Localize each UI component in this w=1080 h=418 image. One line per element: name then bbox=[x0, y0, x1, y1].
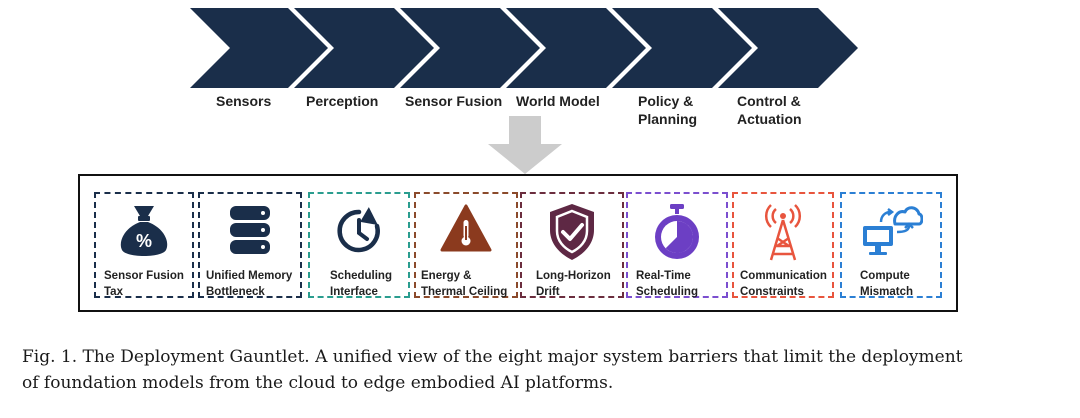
percent-glyph: % bbox=[136, 231, 152, 251]
chevron-perception bbox=[294, 8, 434, 88]
signal-tower-icon bbox=[764, 204, 802, 261]
stage-label-control-actuation: Control & Actuation bbox=[737, 93, 802, 127]
barrier-card-energy-thermal-ceiling: Energy & Thermal Ceiling bbox=[414, 192, 518, 298]
barrier-label: Communication Constraints bbox=[740, 270, 827, 298]
barrier-label: Sensor Fusion Tax bbox=[104, 270, 184, 298]
shield-check-icon bbox=[550, 204, 594, 260]
clock-refresh-icon bbox=[337, 207, 380, 253]
stage-label-sensors: Sensors bbox=[216, 93, 272, 109]
chevron-policy-planning bbox=[612, 8, 752, 88]
barrier-label: Unified Memory Bottleneck bbox=[206, 270, 293, 298]
chevron-control-actuation bbox=[718, 8, 858, 88]
stopwatch-icon bbox=[655, 204, 699, 259]
barrier-card-scheduling-interface: Scheduling Interface bbox=[308, 192, 410, 298]
barrier-card-communication-constraints: Communication Constraints bbox=[732, 192, 834, 298]
stage-label-sensor-fusion: Sensor Fusion bbox=[405, 93, 503, 109]
barrier-card-sensor-fusion-tax: % Sensor Fusion Tax bbox=[94, 192, 194, 298]
barrier-label: Scheduling Interface bbox=[330, 270, 392, 298]
database-icon bbox=[230, 206, 270, 254]
money-bag-icon: % bbox=[120, 206, 168, 256]
stage-label-world-model: World Model bbox=[516, 93, 600, 109]
stage-label-policy-planning: Policy & Planning bbox=[638, 93, 698, 127]
stage-label-perception: Perception bbox=[306, 93, 379, 109]
barrier-panel bbox=[78, 174, 958, 312]
barrier-label: Long-Horizon Drift bbox=[536, 270, 611, 298]
barrier-card-real-time-scheduling: Real-Time Scheduling bbox=[626, 192, 728, 298]
barrier-label: Energy & Thermal Ceiling bbox=[421, 270, 508, 298]
chevron-sensors bbox=[190, 8, 328, 88]
barrier-label: Real-Time Scheduling bbox=[636, 270, 698, 298]
barrier-card-long-horizon-drift: Long-Horizon Drift bbox=[520, 192, 624, 298]
barrier-label: Compute Mismatch bbox=[860, 270, 914, 298]
barrier-card-unified-memory-bottleneck: Unified Memory Bottleneck bbox=[198, 192, 302, 298]
figure-caption: Fig. 1. The Deployment Gauntlet. A unifi… bbox=[22, 347, 963, 393]
pipeline-diagram bbox=[190, 8, 858, 88]
chevron-world-model bbox=[506, 8, 646, 88]
chevron-sensor-fusion bbox=[400, 8, 540, 88]
thermometer-warning-icon bbox=[440, 204, 492, 252]
down-arrow-icon bbox=[488, 116, 562, 174]
cloud-computer-icon bbox=[863, 206, 923, 255]
barrier-card-compute-mismatch: Compute Mismatch bbox=[840, 192, 942, 298]
